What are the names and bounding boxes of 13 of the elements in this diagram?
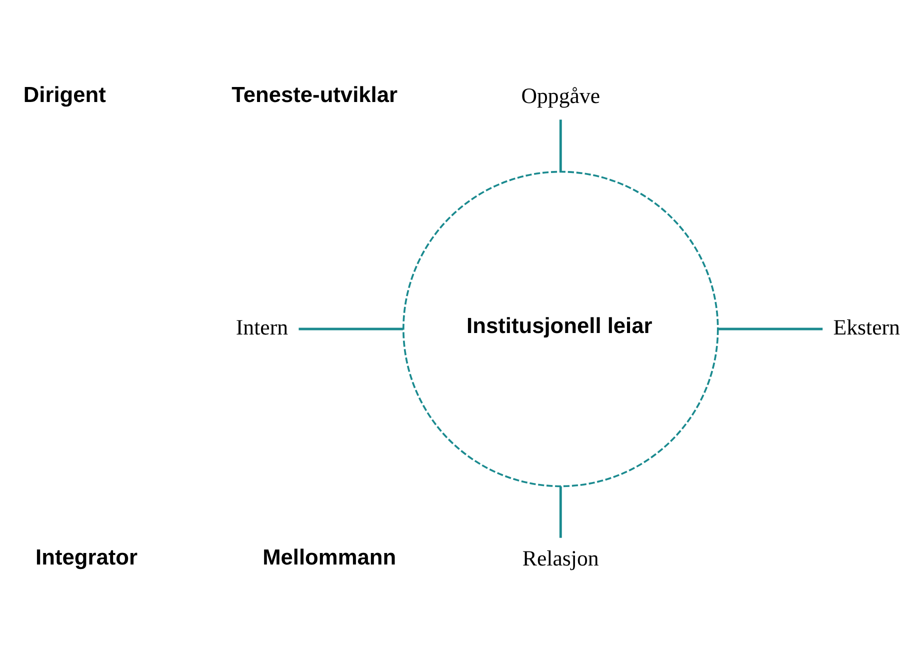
label: Mellommann (262, 544, 396, 569)
label: Dirigent (23, 81, 106, 106)
label: Teneste-utviklar (232, 81, 398, 106)
label: Integrator (36, 544, 138, 569)
connector (298, 327, 404, 330)
node-circle: Institusjonell leiar (402, 170, 719, 487)
connector (718, 327, 823, 330)
node-text: Oppgåve (521, 84, 600, 108)
node-text: Intern (236, 314, 288, 339)
node-text: Ekstern (833, 314, 900, 339)
connector (559, 119, 562, 171)
connector (559, 486, 562, 538)
node-text: Relasjon (522, 546, 599, 570)
